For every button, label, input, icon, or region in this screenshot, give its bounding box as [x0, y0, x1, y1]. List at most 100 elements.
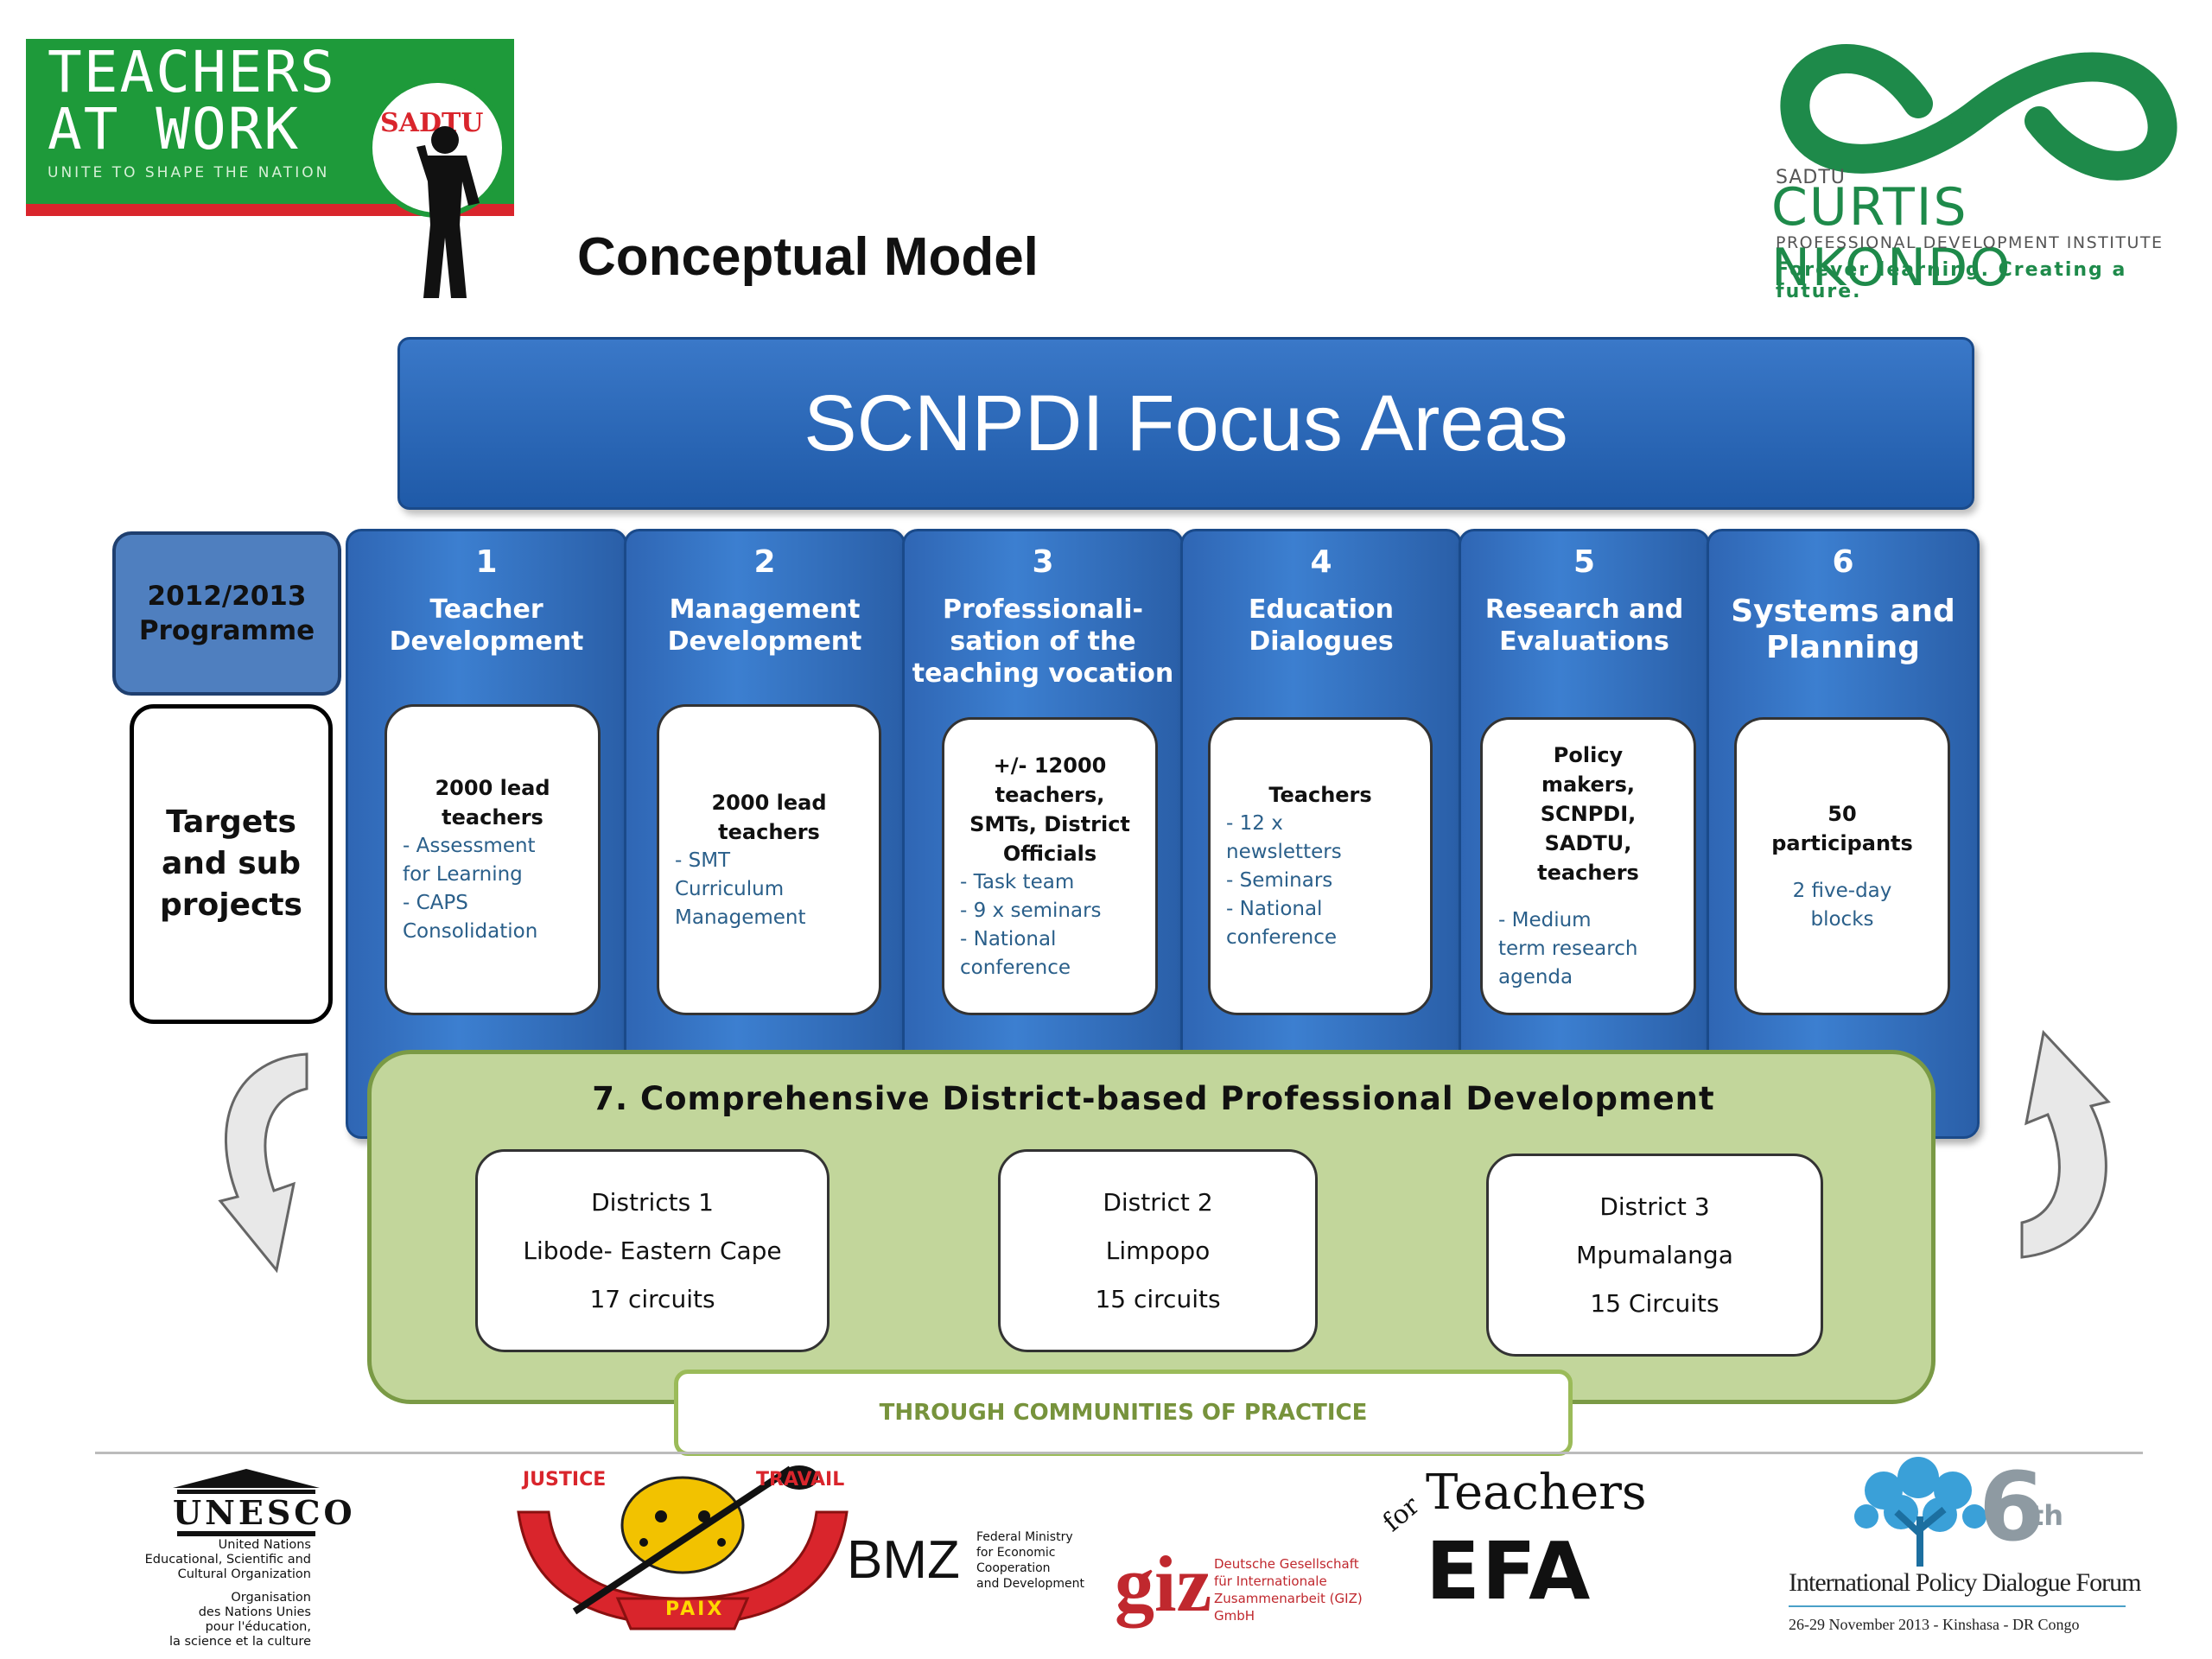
- target-lead: +/- 12000: [993, 753, 1107, 778]
- target-lead: participants: [1771, 830, 1913, 855]
- focus-area-number: 3: [1032, 544, 1054, 580]
- bmz-text-line: and Development: [976, 1577, 1085, 1591]
- target-item: - National: [960, 927, 1057, 950]
- unesco-temple-icon: [173, 1469, 320, 1536]
- programme-line: Programme: [138, 615, 315, 646]
- unesco-text-line: des Nations Unies: [198, 1605, 311, 1619]
- unesco-text-line: Cultural Organization: [177, 1567, 311, 1581]
- target-item: blocks: [1810, 907, 1874, 931]
- target-lead: SADTU,: [1544, 831, 1632, 855]
- drc-motto-justice: JUSTICE: [523, 1469, 607, 1491]
- focus-area-title-line: Teacher: [429, 594, 543, 625]
- giz-text-line: Zusammenarbeit (GIZ) GmbH: [1214, 1591, 1363, 1624]
- bmz-text-line: Federal Ministry: [976, 1530, 1073, 1544]
- district-band-title: 7. Comprehensive District-based Professi…: [592, 1080, 1715, 1117]
- bmz-text: Federal Ministry for Economic Cooperatio…: [976, 1529, 1097, 1592]
- unesco-text-line: United Nations: [218, 1538, 311, 1552]
- target-item: - Assessment: [403, 835, 536, 857]
- drc-coat-of-arms: JUSTICE PAIX TRAVAIL: [514, 1460, 851, 1633]
- target-item: for Learning: [403, 863, 523, 886]
- target-item: - Task team: [960, 870, 1075, 893]
- target-lead: teachers: [442, 805, 543, 830]
- target-item: [1752, 858, 1932, 877]
- programme-line: 2012/2013: [147, 581, 307, 612]
- forum-edition-number: 6: [1979, 1452, 2045, 1562]
- district-place: Mpumalanga: [1576, 1240, 1733, 1269]
- focus-area-title-line: Dialogues: [1249, 626, 1394, 657]
- target-lead: teachers: [718, 819, 820, 844]
- focus-area-number: 5: [1573, 544, 1596, 580]
- unesco-wordmark: UNESCO: [173, 1493, 356, 1532]
- targets-line: and sub: [161, 846, 302, 881]
- target-item: conference: [960, 956, 1071, 979]
- target-lead: Officials: [1002, 841, 1097, 866]
- focus-area-title-line: Professionali-: [942, 594, 1144, 625]
- target-lead: 2000 lead: [711, 790, 827, 815]
- unesco-text-line: pour l'éducation,: [205, 1620, 311, 1634]
- teacher-silhouette-icon: [416, 126, 480, 298]
- forum-name: International Policy Dialogue Forum: [1789, 1568, 2141, 1597]
- district-circuits: 15 circuits: [1095, 1284, 1221, 1313]
- drc-motto-paix: PAIX: [665, 1599, 725, 1620]
- teachers-for-label: for: [1376, 1491, 1426, 1538]
- focus-area-title-line: sation of the: [950, 626, 1136, 657]
- district-card: Districts 1 Libode- Eastern Cape 17 circ…: [475, 1149, 830, 1352]
- target-item: - 12 x: [1226, 812, 1283, 835]
- logo-line-2: AT WORK: [48, 96, 301, 162]
- logo-line-1: TEACHERS: [48, 39, 336, 105]
- forum-divider: [1789, 1605, 2126, 1607]
- curved-arrow-up-icon: [2020, 1029, 2111, 1259]
- focus-areas-header: SCNPDI Focus Areas: [397, 337, 1974, 510]
- target-item: Curriculum: [675, 877, 785, 900]
- target-lead: Policy: [1553, 743, 1624, 767]
- unesco-text: United Nations Educational, Scientific a…: [112, 1538, 311, 1649]
- target-item: - Medium: [1498, 909, 1592, 931]
- target-item: - National: [1226, 898, 1323, 920]
- focus-area-title-line: Research and: [1484, 594, 1684, 625]
- target-lead: teachers,: [995, 782, 1105, 807]
- target-item: term research: [1498, 938, 1638, 960]
- target-item: Management: [675, 906, 806, 929]
- unesco-logo: UNESCO: [112, 1469, 356, 1650]
- targets-line: Targets: [166, 804, 296, 840]
- target-lead: SMTs, District: [969, 811, 1130, 836]
- cn-name: CURTIS NKONDO: [1771, 177, 2012, 298]
- focus-area-title-line: Planning: [1765, 630, 1920, 665]
- focus-area-title-line: Development: [667, 626, 862, 657]
- target-item: - CAPS: [403, 892, 468, 914]
- bmz-logo: BMZ: [847, 1530, 960, 1590]
- focus-area-title-line: Systems and: [1731, 594, 1955, 629]
- district-card: District 3 Mpumalanga 15 Circuits: [1486, 1154, 1823, 1357]
- district-circuits: 15 Circuits: [1590, 1288, 1719, 1318]
- target-item: 2 five-day: [1792, 879, 1892, 902]
- district-name: District 2: [1103, 1187, 1213, 1217]
- focus-area-number: 2: [753, 544, 776, 580]
- target-item: newsletters: [1226, 841, 1342, 863]
- target-item: - SMT: [675, 849, 731, 872]
- target-item: [1498, 887, 1678, 906]
- unesco-text-line: Organisation: [231, 1591, 311, 1605]
- focus-area-title-line: teaching vocation: [912, 658, 1174, 689]
- teachers-wordmark: Teachers: [1426, 1465, 1647, 1521]
- communities-of-practice-box: THROUGH COMMUNITIES OF PRACTICE: [674, 1370, 1573, 1456]
- footer-divider: [95, 1452, 2143, 1454]
- target-lead: Teachers: [1268, 783, 1372, 807]
- page-title: Conceptual Model: [577, 227, 1039, 287]
- cn-tagline: Forever learning. Creating a future.: [1776, 259, 2127, 302]
- focus-area-number: 1: [475, 544, 498, 580]
- logo-tagline: UNITE TO SHAPE THE NATION: [48, 164, 330, 181]
- drc-motto-travail: TRAVAIL: [756, 1469, 845, 1491]
- target-item: conference: [1226, 926, 1338, 949]
- leopard-emblem-icon: [517, 1465, 849, 1630]
- bmz-text-line: for Economic Cooperation: [976, 1546, 1056, 1575]
